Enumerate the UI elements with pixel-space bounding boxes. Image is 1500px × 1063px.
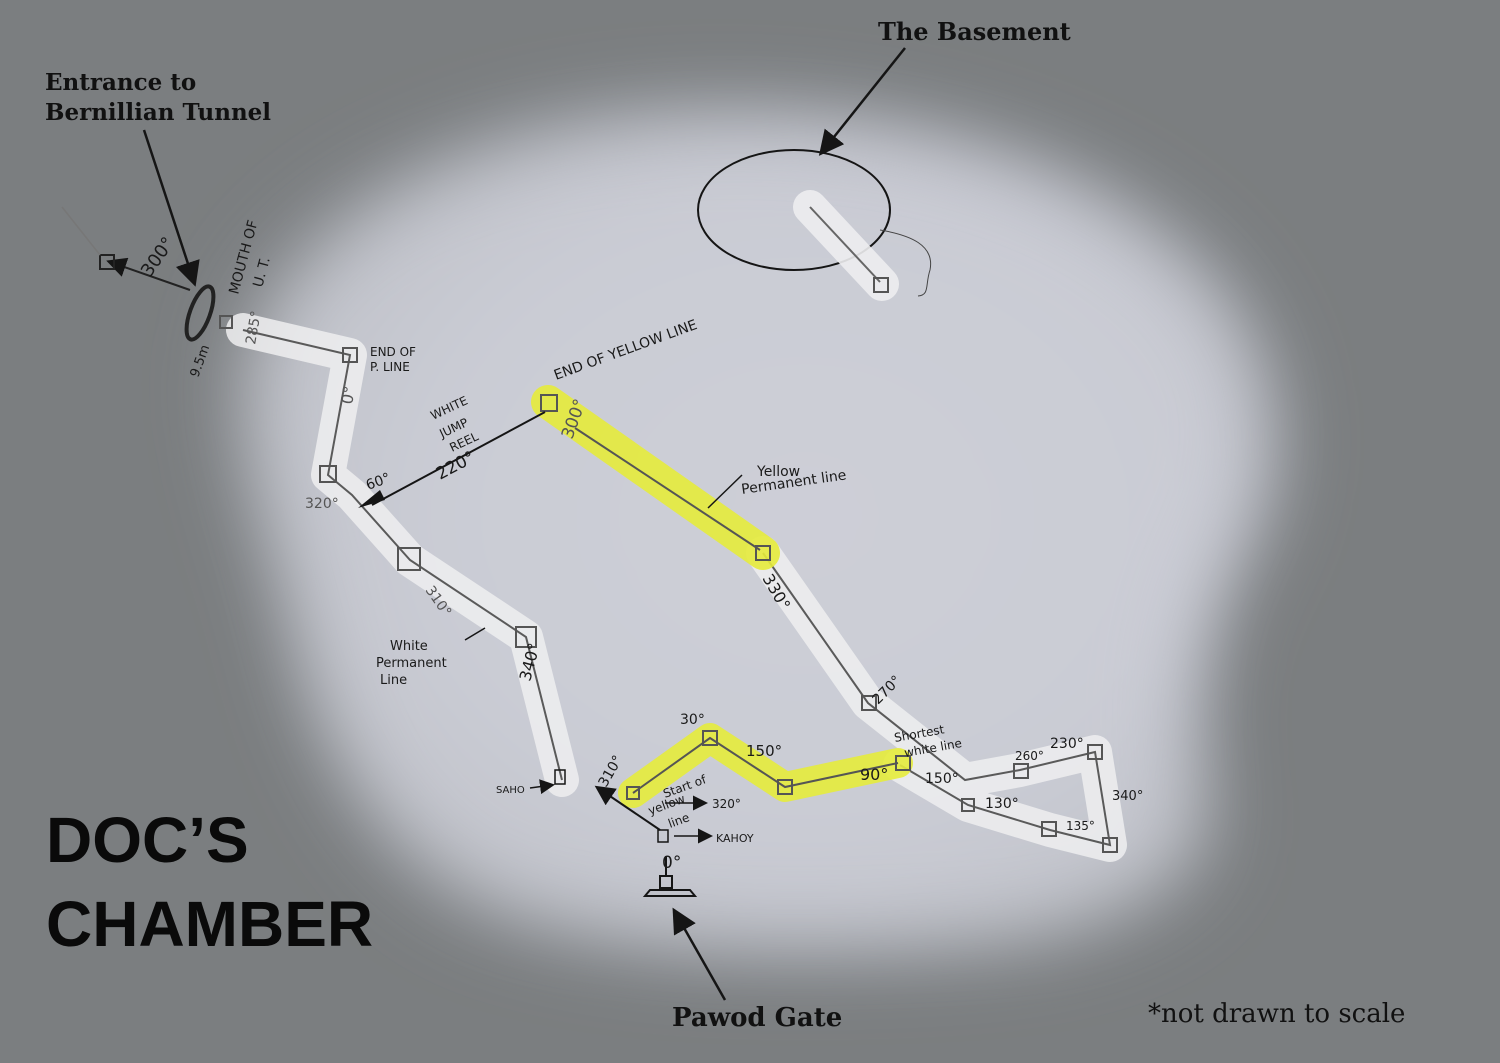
station-marker (1102, 837, 1118, 853)
bearing-label: 30° (680, 712, 705, 728)
bearing-label: 285° (243, 310, 265, 346)
end-p-line-label-1: END OF (370, 345, 416, 359)
title-line-2: CHAMBER (46, 888, 373, 960)
tunnel-mouth (184, 284, 216, 342)
station-marker (342, 347, 358, 363)
station-marker (540, 394, 558, 412)
entrance-pointer (142, 129, 200, 287)
bearing-label: 60° (364, 470, 393, 494)
scale-note: *not drawn to scale (1148, 999, 1405, 1029)
basement-label: The Basement (878, 17, 1071, 46)
bearing-label: 300° (137, 233, 179, 281)
gate-symbol (642, 889, 698, 897)
station-marker (1013, 763, 1029, 779)
gate-pointer (672, 907, 727, 1001)
yellow-perm-label-1: Yellow (756, 464, 800, 480)
basement-circle (697, 149, 891, 271)
station-marker (861, 695, 877, 711)
bearing-label: 0° (662, 853, 681, 873)
bearing-label: 130° (985, 796, 1019, 812)
gate-label: Pawod Gate (672, 1003, 842, 1033)
bearing-label: 320° (712, 797, 741, 811)
station-marker (702, 730, 718, 746)
bearing-label: 90° (860, 765, 888, 784)
white-perm-label-3: Line (380, 673, 407, 688)
entrance-label-1: Entrance to (45, 69, 196, 96)
bearing-label: 340° (1112, 789, 1143, 804)
station-marker (961, 798, 975, 812)
station-marker (515, 626, 537, 648)
station-marker (319, 465, 337, 483)
bearing-label: 150° (925, 771, 959, 787)
title-line-1: DOC’S (46, 804, 249, 876)
bearing-label: 0° (337, 384, 359, 405)
white-perm-label-2: Permanent (376, 656, 447, 671)
basement-pointer (818, 47, 906, 156)
bearing-label: 150° (746, 742, 782, 760)
white-perm-label-1: White (390, 639, 428, 654)
entrance-label-2: Bernillian Tunnel (45, 99, 271, 126)
saho-label: SAHO (496, 785, 525, 796)
distance-label: 9.5m (188, 343, 213, 379)
station-marker (1087, 744, 1103, 760)
station-marker (777, 779, 793, 795)
end-p-line-label-2: P. LINE (370, 360, 410, 374)
jump-reel-line (371, 411, 546, 506)
bearing-label: 230° (1050, 736, 1084, 752)
mouth-label-2: U. T. (250, 255, 273, 289)
kahoy-label: KAHOY (716, 832, 754, 845)
bearing-label: 320° (305, 496, 339, 512)
bearing-label: 135° (1066, 819, 1095, 833)
station-marker (626, 786, 640, 800)
start-yellow-label-3: line (666, 810, 691, 831)
station-marker (755, 545, 771, 561)
bearing-label: 260° (1015, 749, 1044, 763)
station-marker (1041, 821, 1057, 837)
station-marker (397, 547, 421, 571)
station-marker (895, 755, 911, 771)
